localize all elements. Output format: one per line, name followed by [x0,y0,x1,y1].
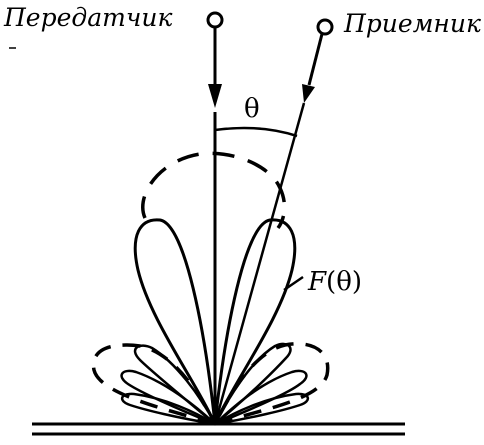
dashed-main-envelope [141,151,287,230]
side-lobe-right-2 [214,369,308,426]
side-lobe-right-3 [214,392,309,426]
pattern-label: F(θ) [307,267,362,297]
side-lobe-left-2 [120,369,216,426]
angle-theta-label: θ [244,94,260,124]
side-lobe-left-3 [121,392,216,426]
transmitter-node [206,11,224,29]
incident-arrowhead [208,84,222,108]
main-lobe-left [133,218,217,425]
main-lobe-right [213,218,297,425]
pattern-label-f: F [307,267,327,297]
angle-arc [214,126,298,138]
transmitter-label: Передатчик [3,3,173,32]
side-lobe-right-1 [213,342,292,425]
receiver-node [316,18,334,36]
side-lobe-left-1 [133,344,217,425]
pattern-label-arg: (θ) [326,267,362,297]
scattered-arrowhead [302,84,315,103]
receiver-label: Приемник [343,9,481,38]
scattered-ray-lower [213,102,306,425]
scattered-ray-upper [307,33,324,86]
pattern-leader-line [283,275,304,292]
